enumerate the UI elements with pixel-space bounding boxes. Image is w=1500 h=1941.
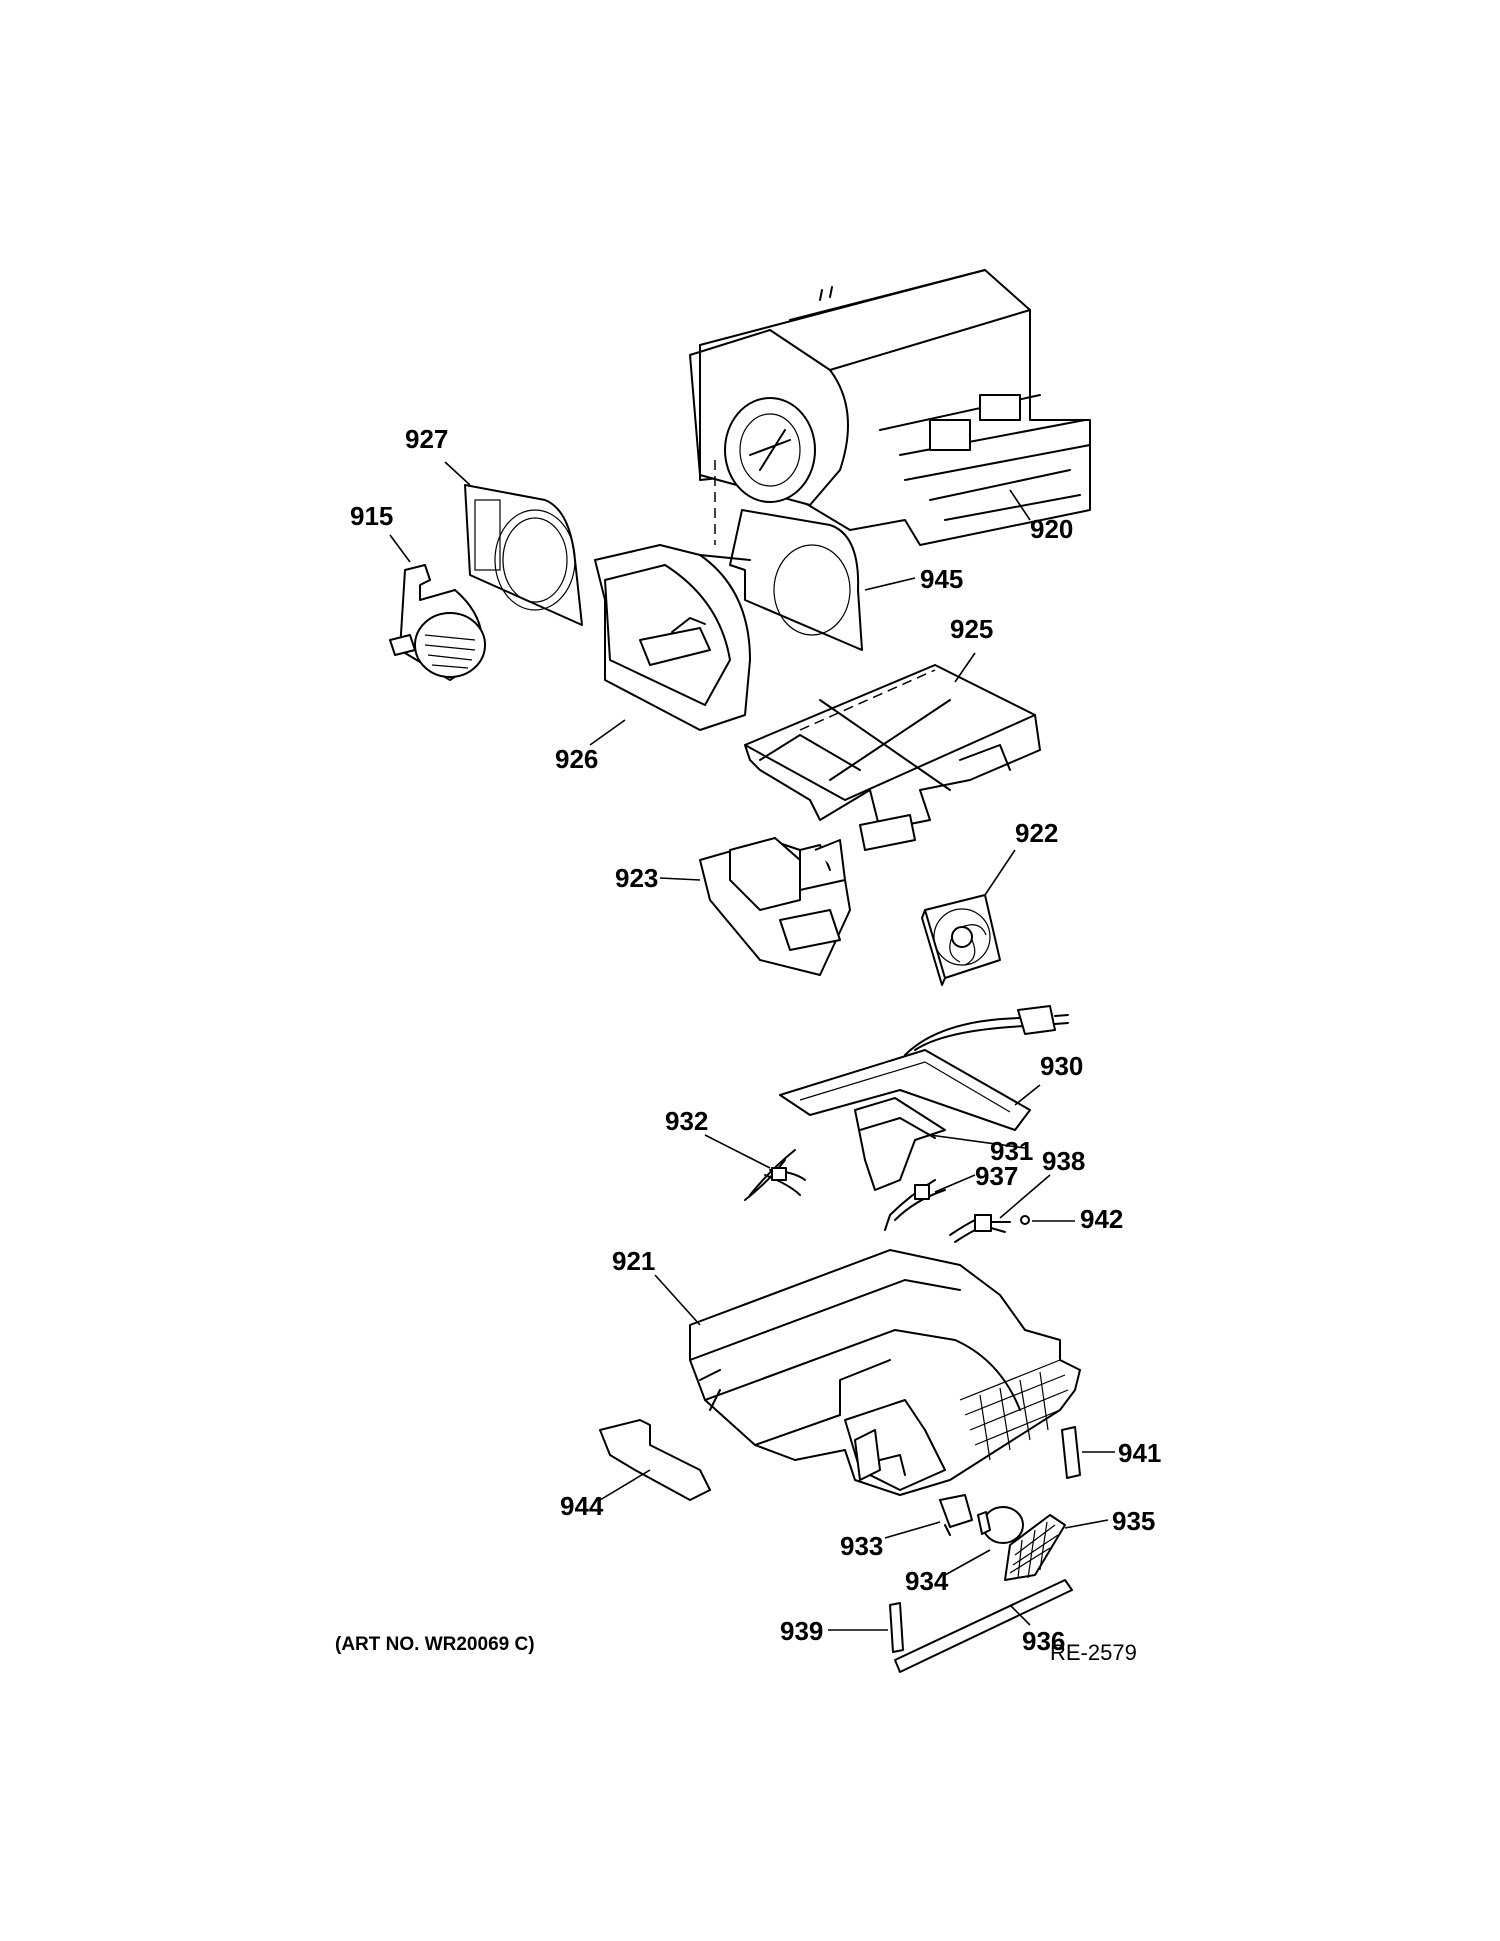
part-935-grille[interactable] [1004, 1514, 1066, 1581]
leader-937 [934, 1174, 976, 1193]
leader-931 [929, 1134, 1026, 1149]
label-926[interactable]: 926 [555, 744, 598, 774]
part-925-frame[interactable] [744, 664, 1041, 851]
leader-932 [704, 1134, 771, 1169]
leader-922 [984, 849, 1016, 896]
part-944-strip[interactable] [599, 1419, 711, 1501]
label-921[interactable]: 921 [612, 1246, 655, 1276]
part-920-housing[interactable] [689, 269, 1091, 546]
reference-code: RE-2579 [1050, 1640, 1137, 1665]
label-925[interactable]: 925 [950, 614, 993, 644]
part-926-duct[interactable] [594, 544, 751, 731]
label-922[interactable]: 922 [1015, 818, 1058, 848]
leader-945 [864, 577, 916, 591]
part-942-clip[interactable] [1020, 1215, 1030, 1225]
leader-923 [659, 877, 701, 881]
label-941[interactable]: 941 [1118, 1438, 1161, 1468]
part-932-harness[interactable] [744, 1149, 806, 1201]
leader-925 [954, 652, 976, 683]
part-945-gasket[interactable] [729, 509, 863, 651]
part-937-wire[interactable] [884, 1179, 946, 1231]
part-927-gasket[interactable] [464, 484, 583, 626]
label-930[interactable]: 930 [1040, 1051, 1083, 1081]
label-915[interactable]: 915 [350, 501, 393, 531]
part-938-connector[interactable] [949, 1214, 1011, 1243]
label-934[interactable]: 934 [905, 1566, 949, 1596]
label-920[interactable]: 920 [1030, 514, 1073, 544]
leader-938 [999, 1174, 1051, 1219]
leader-933 [884, 1521, 941, 1539]
leader-944 [599, 1469, 651, 1501]
art-number: (ART NO. WR20069 C) [335, 1634, 535, 1655]
label-936[interactable]: 936 [1022, 1626, 1065, 1656]
label-944[interactable]: 944 [560, 1491, 604, 1521]
part-931-bracket[interactable] [854, 1097, 946, 1191]
part-915-damper[interactable] [389, 564, 486, 681]
leader-936 [1009, 1604, 1031, 1626]
label-923[interactable]: 923 [615, 863, 658, 893]
leader-920 [1009, 489, 1031, 521]
part-933-socket[interactable] [939, 1494, 973, 1536]
part-922-fan[interactable] [921, 894, 1001, 986]
label-927[interactable]: 927 [405, 424, 448, 454]
leader-915 [389, 534, 411, 563]
label-932[interactable]: 932 [665, 1106, 708, 1136]
leader-926 [589, 719, 626, 746]
label-933[interactable]: 933 [840, 1531, 883, 1561]
part-923-motor[interactable] [699, 837, 851, 976]
part-941-spacer[interactable] [1061, 1426, 1081, 1479]
leader-927 [444, 461, 471, 486]
label-938[interactable]: 938 [1042, 1146, 1085, 1176]
leader-930 [1014, 1084, 1041, 1106]
label-942[interactable]: 942 [1080, 1204, 1123, 1234]
label-939[interactable]: 939 [780, 1616, 823, 1646]
leader-921 [654, 1274, 701, 1326]
label-937[interactable]: 937 [975, 1161, 1018, 1191]
label-945[interactable]: 945 [920, 564, 963, 594]
part-934-bulb[interactable] [977, 1506, 1024, 1544]
part-921-lower-housing[interactable] [689, 1249, 1081, 1496]
leader-935 [1064, 1519, 1109, 1529]
label-931[interactable]: 931 [990, 1136, 1033, 1166]
leader-934 [944, 1549, 991, 1576]
label-935[interactable]: 935 [1112, 1506, 1155, 1536]
part-939-rail[interactable] [889, 1602, 904, 1653]
part-936-cover[interactable] [894, 1579, 1073, 1673]
part-930-heater[interactable] [779, 1005, 1069, 1131]
